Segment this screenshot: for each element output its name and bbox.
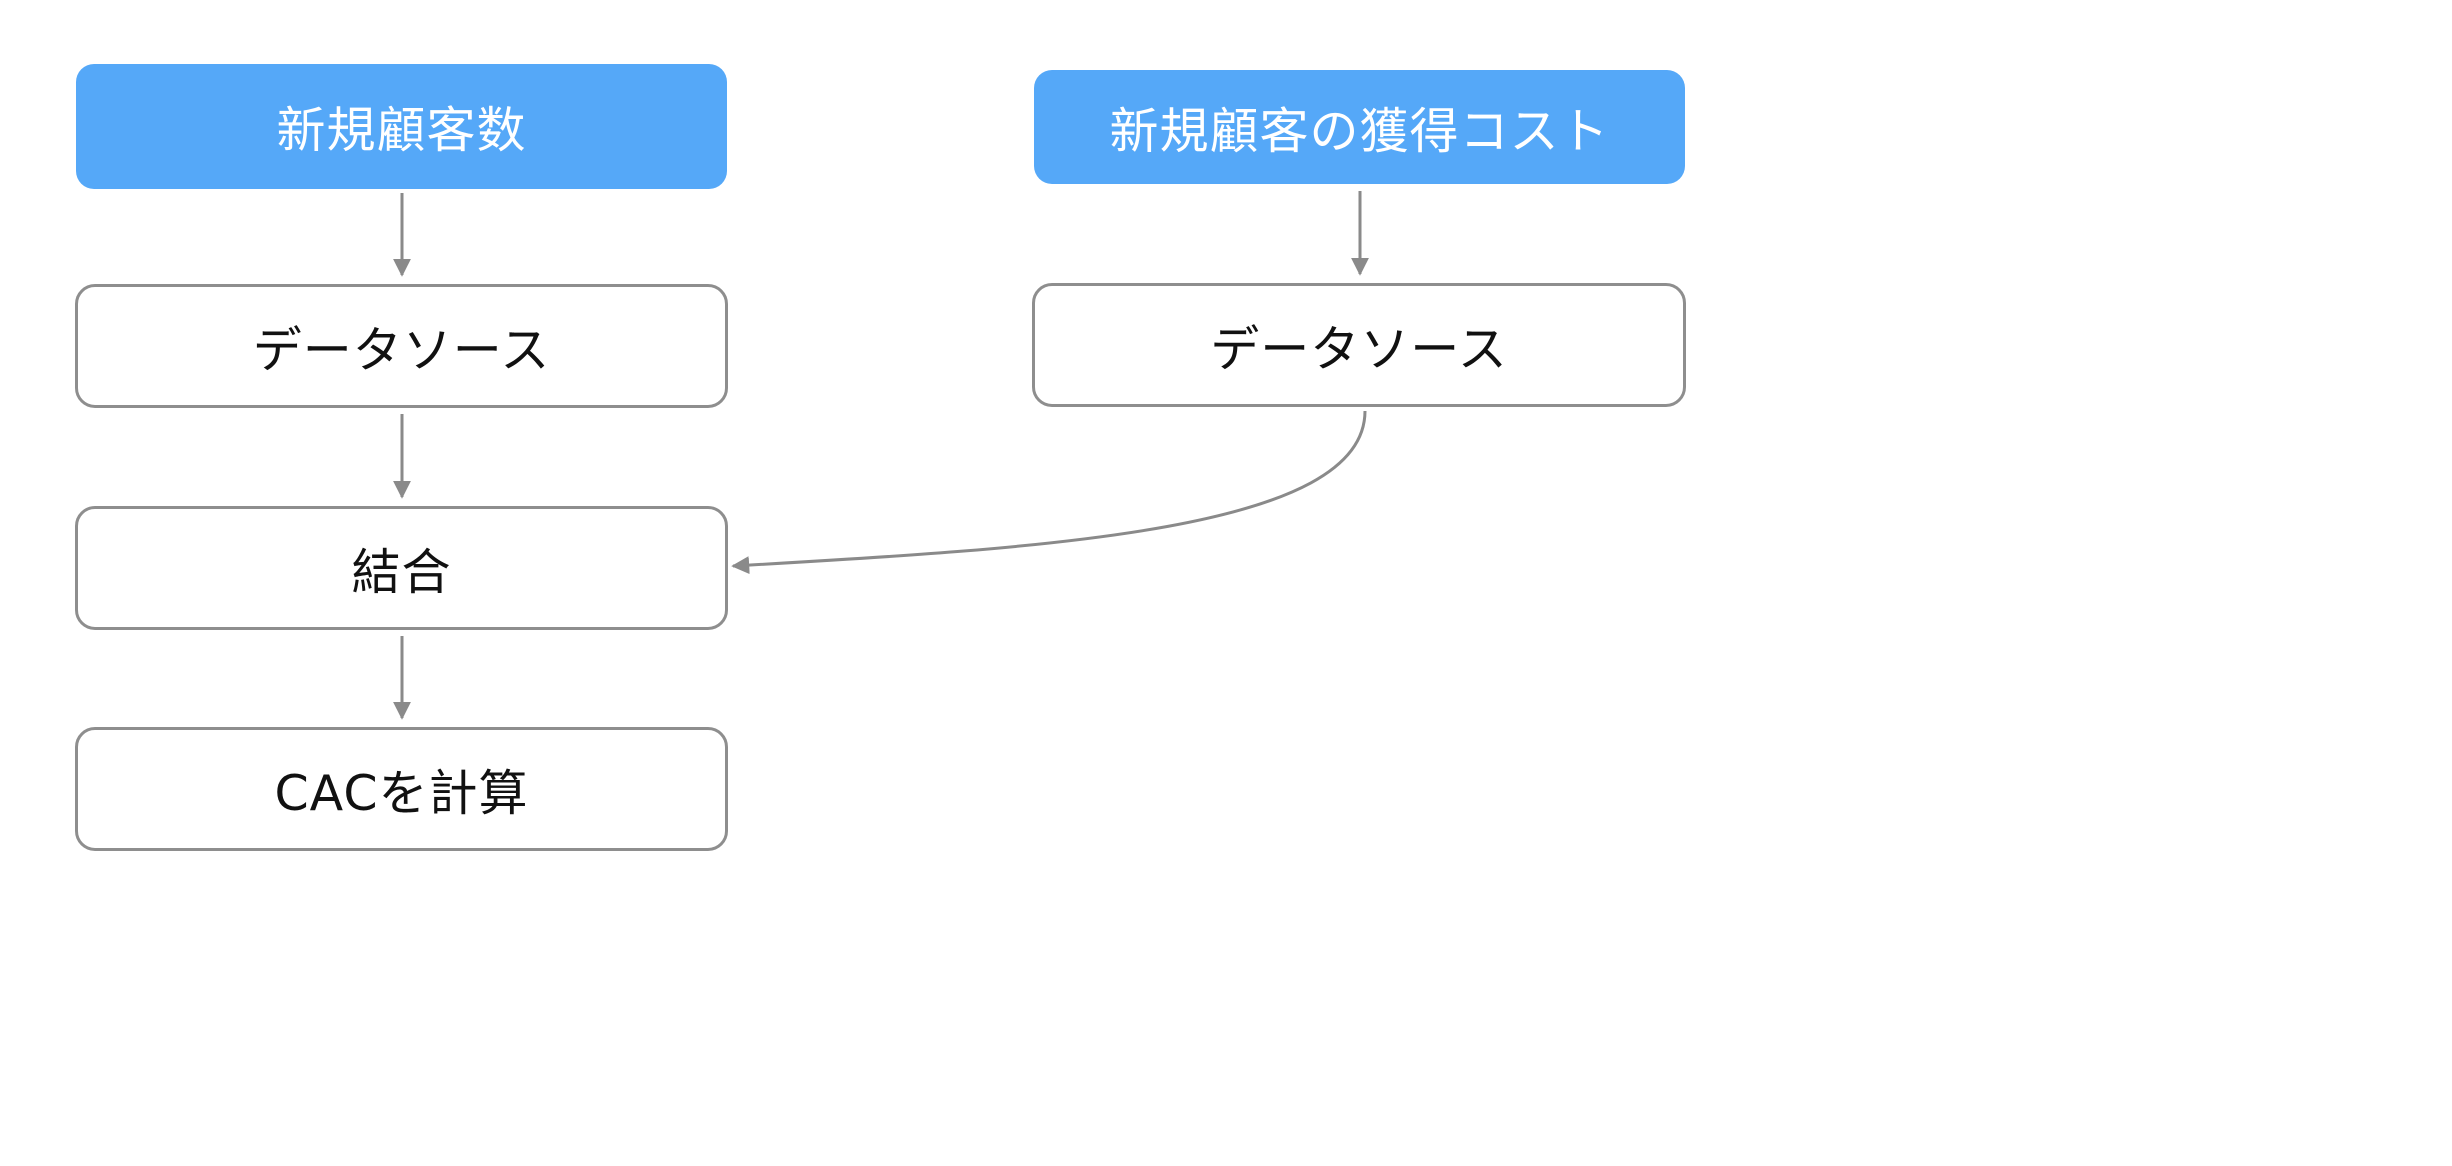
node-data-source-right-label: データソース <box>1210 320 1508 378</box>
node-new-customers-label: 新規顧客数 <box>276 102 527 159</box>
node-join: 結合 <box>75 506 728 630</box>
node-data-source-right: データソース <box>1032 283 1686 407</box>
node-acquisition-cost: 新規顧客の獲得コスト <box>1034 70 1685 184</box>
node-calc-cac: CACを計算 <box>75 727 728 851</box>
node-data-source-left: データソース <box>75 284 728 408</box>
node-acquisition-cost-label: 新規顧客の獲得コスト <box>1109 102 1610 160</box>
node-join-label: 結合 <box>351 543 452 601</box>
node-calc-cac-label: CACを計算 <box>274 764 529 822</box>
node-new-customers: 新規顧客数 <box>76 64 727 189</box>
edge-source-right-to-join <box>731 410 1367 575</box>
node-data-source-left-label: データソース <box>252 321 551 379</box>
